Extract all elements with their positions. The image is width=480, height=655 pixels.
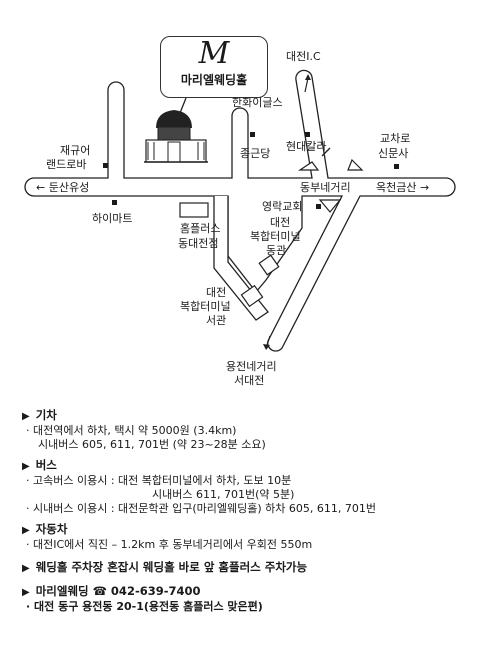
wedding-hall-logo: M 마리엘웨딩홀 (160, 36, 268, 98)
label-landrover: 랜드로바 (46, 158, 87, 171)
contact-address: · 대전 동구 용전동 20-1(용전동 홈플러스 맞은편) (26, 600, 263, 613)
label-dongbu: 동부네거리 (300, 181, 351, 194)
marker-himart (112, 200, 117, 205)
label-homeplus-2: 동대전점 (178, 237, 219, 250)
car-line-1: · 대전IC에서 직진 – 1.2km 후 동부네거리에서 우회전 550m (26, 538, 313, 551)
road-southwest (213, 196, 269, 321)
label-terminal-east-2: 복합터미널 (250, 230, 301, 243)
marker-hyundai-color (305, 132, 310, 137)
label-sinmunsa: 신문사 (378, 147, 409, 160)
section-car: ▶ 자동차 · 대전IC에서 직진 – 1.2km 후 동부네거리에서 우회전 5… (22, 522, 472, 552)
label-terminal-west-3: 서관 (206, 314, 227, 327)
train-line-1: · 대전역에서 하차, 택시 약 5000원 (3.4km) (26, 424, 237, 437)
logo-name: 마리엘웨딩홀 (180, 73, 248, 87)
section-parking: ▶ 웨딩홀 주차장 혼잡시 웨딩홀 바로 앞 홈플러스 주차가능 (22, 560, 472, 576)
label-hanwha: 한화이글스 (232, 96, 283, 109)
label-homeplus-1: 홈플러스 (180, 222, 221, 235)
section-train: ▶ 기차 · 대전역에서 하차, 택시 약 5000원 (3.4km) 시내버스 … (22, 408, 472, 452)
arrow-daejeon-ic (304, 77, 309, 93)
road-network (24, 69, 456, 352)
label-yongjeon-1: 용전네거리 (226, 360, 277, 373)
marker-landrover (103, 163, 108, 168)
contact-title: 마리엘웨딩 ☎ 042-639-7400 (35, 584, 201, 598)
logo-monogram: M (198, 36, 230, 71)
marker-sinmunsa (394, 164, 399, 169)
directions-info: ▶ 기차 · 대전역에서 하차, 택시 약 5000원 (3.4km) 시내버스 … (22, 404, 472, 614)
train-title: 기차 (35, 408, 57, 422)
terminal-west-building (240, 284, 264, 308)
terminal-east-building (258, 254, 280, 276)
main-road-east-west (24, 69, 456, 352)
marker-yeongrak (316, 204, 321, 209)
label-hyundai-color: 현대칼라 (286, 140, 327, 153)
label-jaegyuer: 재규어 (60, 144, 91, 157)
triangle-bullet-icon: ▶ (22, 587, 30, 598)
himart-building (179, 202, 209, 218)
bus-line-2: 시내버스 611, 701번(약 5분) (152, 488, 295, 501)
triangle-bullet-icon: ▶ (22, 461, 30, 472)
triangle-bullet-icon: ▶ (22, 563, 30, 574)
label-terminal-west-2: 복합터미널 (180, 300, 231, 313)
label-terminal-west-1: 대전 (206, 286, 227, 299)
label-gyocharo: 교차로 (380, 132, 411, 145)
wedding-hall-illustration (144, 97, 208, 163)
bus-line-1: · 고속버스 이용시 : 대전 복합터미널에서 하차, 도보 10분 (26, 474, 292, 487)
label-terminal-east-3: 동관 (266, 244, 287, 257)
label-daejeon-ic: 대전I.C (286, 50, 321, 63)
label-okcheon: 옥천금산 → (376, 181, 430, 194)
bus-line-3: · 시내버스 이용시 : 대전문학관 입구(마리엘웨딩홀) 하차 605, 61… (26, 502, 376, 515)
car-title: 자동차 (35, 522, 68, 536)
section-contact: ▶ 마리엘웨딩 ☎ 042-639-7400 · 대전 동구 용전동 20-1(용… (22, 584, 472, 614)
parking-title: 웨딩홀 주차장 혼잡시 웨딩홀 바로 앞 홈플러스 주차가능 (35, 560, 308, 574)
triangle-bullet-icon: ▶ (22, 525, 30, 536)
label-jongeundang: 종근당 (240, 147, 271, 160)
bus-title: 버스 (35, 458, 57, 472)
label-yongjeon-2: 서대전 (234, 374, 265, 387)
triangle-bullet-icon: ▶ (22, 411, 30, 422)
section-bus: ▶ 버스 · 고속버스 이용시 : 대전 복합터미널에서 하차, 도보 10분 시… (22, 458, 472, 516)
label-terminal-east-1: 대전 (270, 216, 291, 229)
label-yeongrak: 영락교회 (262, 200, 303, 213)
marker-hanwha (250, 132, 255, 137)
location-map: M 마리엘웨딩홀 대전I.C 한화이글스 종근당 현대칼라 교차로 신문사 재규… (24, 36, 456, 387)
label-dunsan: ← 둔산유성 (36, 181, 90, 194)
label-himart: 하이마트 (92, 212, 133, 225)
train-line-2: 시내버스 605, 611, 701번 (약 23~28분 소요) (38, 438, 266, 451)
